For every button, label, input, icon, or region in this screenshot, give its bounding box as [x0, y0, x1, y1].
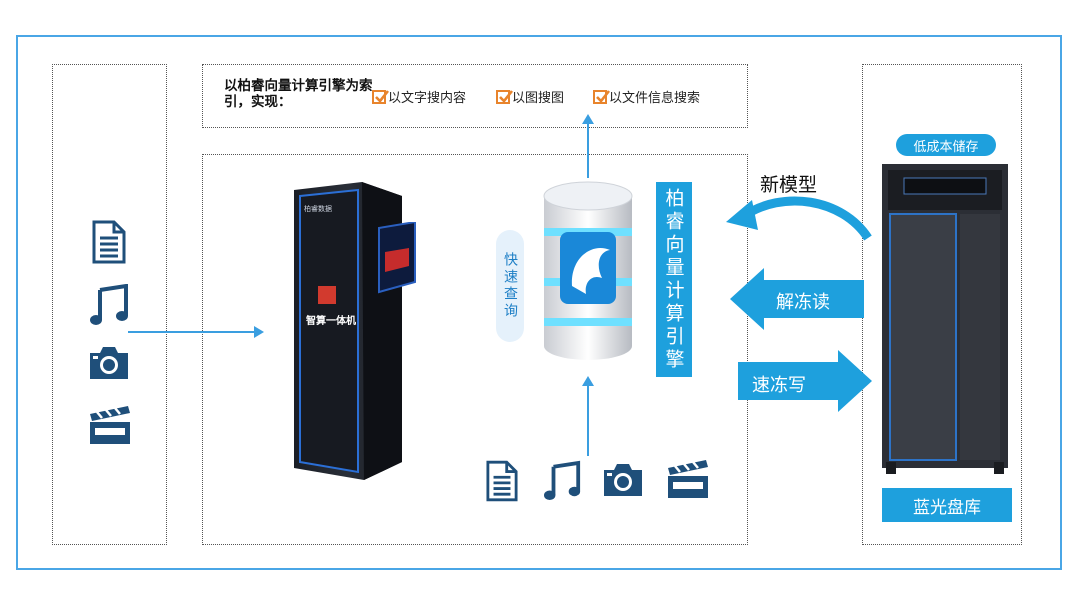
input-up-arrow [582, 376, 594, 456]
output-up-arrow [582, 114, 594, 178]
document-icon [486, 460, 518, 502]
feature-image-search: 以图搜图 [496, 87, 564, 106]
checkbox-icon [372, 89, 390, 104]
checkbox-icon [593, 89, 611, 104]
feature-label: 以图搜图 [512, 91, 565, 106]
freeze-write-label: 速冻写 [752, 375, 806, 396]
center-panel [202, 154, 748, 545]
feature-label: 以文字搜内容 [388, 91, 467, 106]
thaw-read-arrow [730, 268, 864, 330]
feature-panel [202, 64, 748, 128]
feature-label: 以文件信息搜索 [609, 91, 701, 106]
clapperboard-icon [90, 406, 130, 444]
outer-frame [16, 35, 1062, 570]
index-title: 以柏睿向量计算引擎为索引，实现： [224, 78, 373, 110]
music-note-icon [90, 284, 128, 325]
appliance-label: 智算一体机 [306, 316, 356, 327]
left-panel [52, 64, 167, 545]
camera-icon [604, 464, 642, 496]
vector-engine-database [540, 178, 636, 364]
appliance-brand: 柏睿数据 [304, 205, 332, 213]
low-cost-storage-tag: 低成本储存 [896, 134, 996, 156]
input-arrow [128, 326, 264, 338]
vector-engine-label: 柏睿向量计算引擎 [656, 182, 692, 377]
quick-query-tag: 快速查询 [496, 230, 524, 342]
document-icon [92, 220, 126, 264]
bluray-library-cabinet [882, 164, 1008, 476]
freeze-write-arrow [738, 350, 872, 412]
feature-file-search: 以文件信息搜索 [593, 87, 700, 106]
appliance-cabinet [290, 182, 406, 482]
appliance-monitor [377, 220, 417, 294]
thaw-read-label: 解冻读 [776, 292, 830, 313]
music-note-icon [544, 460, 581, 500]
new-model-arrow [726, 196, 872, 241]
camera-icon [90, 347, 128, 379]
clapperboard-icon [668, 460, 708, 498]
feature-text-search: 以文字搜内容 [372, 87, 466, 106]
new-model-label: 新模型 [760, 174, 818, 196]
checkbox-icon [496, 89, 514, 104]
bluray-library-label: 蓝光盘库 [882, 488, 1012, 522]
